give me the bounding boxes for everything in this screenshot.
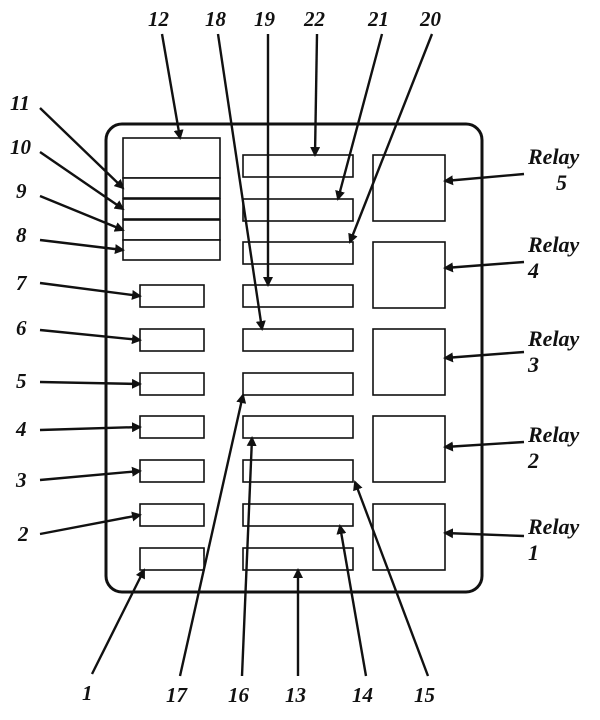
fuse-19-slot bbox=[242, 284, 354, 308]
arrow-21 bbox=[335, 33, 384, 201]
arrow-5 bbox=[39, 378, 142, 389]
label-15: 15 bbox=[414, 683, 435, 707]
label-8: 8 bbox=[16, 223, 27, 247]
relay-2-word: Relay bbox=[527, 422, 580, 447]
label-2: 2 bbox=[17, 522, 29, 546]
fuse-16-slot bbox=[242, 415, 354, 439]
label-9: 9 bbox=[16, 179, 27, 203]
arrow-16 bbox=[240, 436, 257, 677]
fuse-3-slot bbox=[139, 459, 205, 483]
label-11: 11 bbox=[10, 91, 30, 115]
label-17: 17 bbox=[166, 683, 189, 707]
relay-5-number: 5 bbox=[556, 170, 567, 195]
label-12: 12 bbox=[148, 7, 170, 31]
fuse-22-slot bbox=[242, 154, 354, 178]
fuse-10-slot bbox=[122, 198, 221, 220]
relay-4-slot bbox=[372, 241, 446, 309]
arrow-15 bbox=[353, 480, 430, 677]
label-14: 14 bbox=[352, 683, 373, 707]
label-10: 10 bbox=[10, 135, 32, 159]
fuse-12-slot bbox=[122, 137, 221, 179]
fuse-15-slot bbox=[242, 459, 354, 483]
label-21: 21 bbox=[367, 7, 389, 31]
arrow-2 bbox=[39, 511, 142, 536]
arrow-1 bbox=[90, 568, 146, 675]
arrow-relay-2 bbox=[443, 440, 525, 452]
fuse-6-slot bbox=[139, 328, 205, 352]
label-22: 22 bbox=[303, 7, 326, 31]
arrow-22 bbox=[310, 33, 321, 157]
label-18: 18 bbox=[205, 7, 227, 31]
label-4: 4 bbox=[15, 417, 27, 441]
label-19: 19 bbox=[254, 7, 276, 31]
arrow-relay-4 bbox=[443, 260, 525, 273]
arrow-11 bbox=[39, 107, 125, 190]
fuse-5-slot bbox=[139, 372, 205, 396]
fuse-17-slot bbox=[242, 372, 354, 396]
fuse-18-slot bbox=[242, 328, 354, 352]
arrow-8 bbox=[39, 238, 125, 255]
relay-5-slot bbox=[372, 154, 446, 222]
fuse-2-slot bbox=[139, 503, 205, 527]
label-20: 20 bbox=[419, 7, 442, 31]
relay-4-word: Relay bbox=[527, 232, 580, 257]
arrow-relay-1 bbox=[443, 528, 525, 539]
fuse-14-slot bbox=[242, 503, 354, 527]
relay-3-word: Relay bbox=[527, 326, 580, 351]
relay-4-number: 4 bbox=[527, 258, 539, 283]
relay-1-number: 1 bbox=[528, 540, 539, 565]
label-5: 5 bbox=[16, 369, 27, 393]
fuse-4-slot bbox=[139, 415, 205, 439]
fuse-21-slot bbox=[242, 198, 354, 222]
fuse-8-slot bbox=[122, 239, 221, 261]
fuse-11-slot bbox=[122, 177, 221, 199]
relay-1-word: Relay bbox=[527, 514, 580, 539]
label-13: 13 bbox=[285, 683, 306, 707]
arrow-6 bbox=[39, 328, 142, 345]
arrow-12 bbox=[160, 33, 184, 140]
arrow-20 bbox=[348, 33, 434, 244]
fuse-7-slot bbox=[139, 284, 205, 308]
fuse-13-slot bbox=[242, 547, 354, 571]
arrow-relay-3 bbox=[443, 350, 525, 363]
arrow-3 bbox=[39, 466, 142, 482]
arrow-10 bbox=[39, 151, 125, 211]
relay-2-number: 2 bbox=[527, 448, 539, 473]
label-3: 3 bbox=[15, 468, 27, 492]
arrow-7 bbox=[39, 281, 142, 300]
arrow-9 bbox=[39, 194, 125, 232]
relay-3-number: 3 bbox=[527, 352, 539, 377]
label-6: 6 bbox=[16, 316, 27, 340]
relay-2-slot bbox=[372, 415, 446, 483]
label-7: 7 bbox=[16, 271, 28, 295]
arrow-17 bbox=[178, 393, 247, 677]
fuse-20-slot bbox=[242, 241, 354, 265]
arrow-14 bbox=[336, 524, 368, 677]
arrow-4 bbox=[39, 422, 142, 433]
label-1: 1 bbox=[82, 681, 93, 705]
arrow-relay-5 bbox=[443, 172, 525, 186]
fuse-1-slot bbox=[139, 547, 205, 571]
label-16: 16 bbox=[228, 683, 250, 707]
fuse-9-slot bbox=[122, 219, 221, 241]
relay-3-slot bbox=[372, 328, 446, 396]
relay-5-word: Relay bbox=[527, 144, 580, 169]
arrow-18 bbox=[216, 33, 266, 331]
